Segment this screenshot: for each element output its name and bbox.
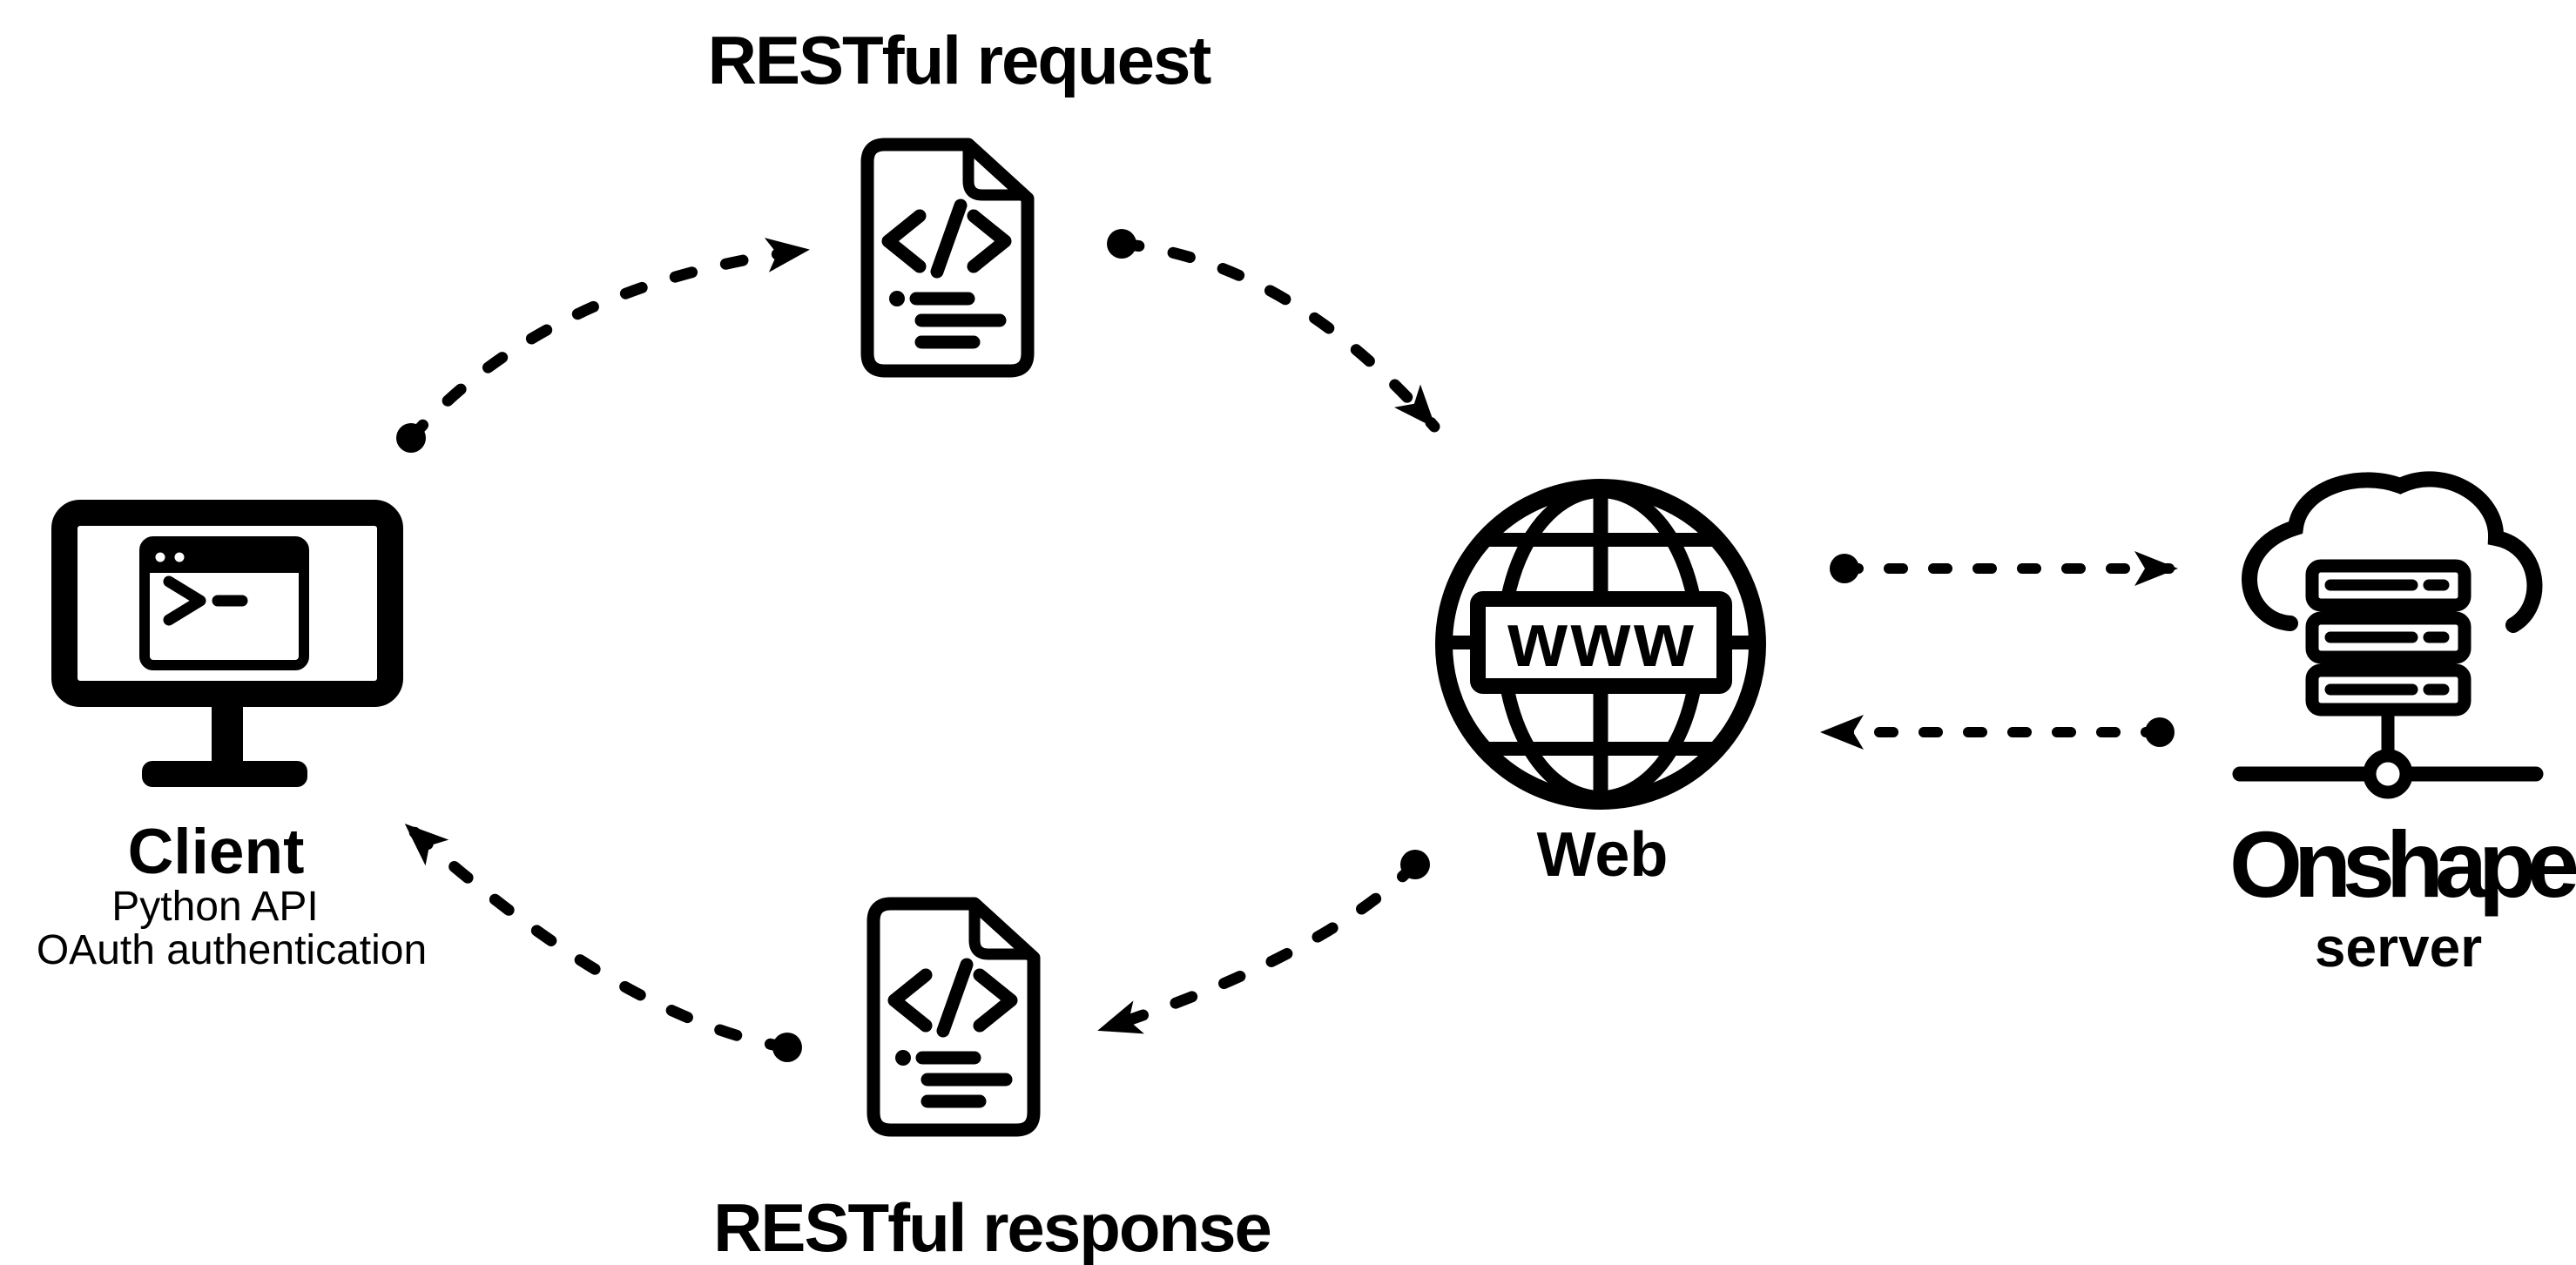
server-label: server — [2315, 916, 2482, 979]
terminal-monitor-icon — [51, 500, 403, 787]
client-sublabel-oauth: OAuth authentication — [37, 927, 427, 973]
client-label: Client — [128, 817, 305, 887]
client-sublabel-python-api: Python API — [111, 884, 319, 930]
arrow-response-to-client — [401, 819, 802, 1062]
restful-response-label: RESTful response — [713, 1189, 1271, 1265]
onshape-logo-label: Onshape — [2229, 811, 2576, 917]
restful-response-node: RESTful response — [713, 897, 1272, 1265]
client-node: Client Python API OAuth authentication — [37, 500, 427, 973]
restful-request-label: RESTful request — [708, 22, 1212, 98]
cloud-server-icon — [2232, 471, 2544, 799]
web-node: www Web — [1435, 479, 1766, 890]
www-label: www — [1507, 596, 1696, 683]
arrow-request-to-web — [1107, 229, 1440, 433]
terminal-window-icon — [139, 536, 309, 670]
server-rack-icon — [2305, 559, 2471, 717]
code-file-icon — [860, 138, 1035, 378]
www-globe-icon: www — [1435, 479, 1766, 810]
flow-arrows — [396, 229, 2181, 1062]
web-label: Web — [1537, 820, 1669, 890]
restful-request-node: RESTful request — [708, 22, 1213, 378]
arrow-web-to-response — [1094, 850, 1430, 1036]
onshape-server-node: Onshape server — [2229, 471, 2576, 979]
arrow-client-to-request — [396, 238, 813, 453]
code-file-icon — [867, 897, 1041, 1137]
